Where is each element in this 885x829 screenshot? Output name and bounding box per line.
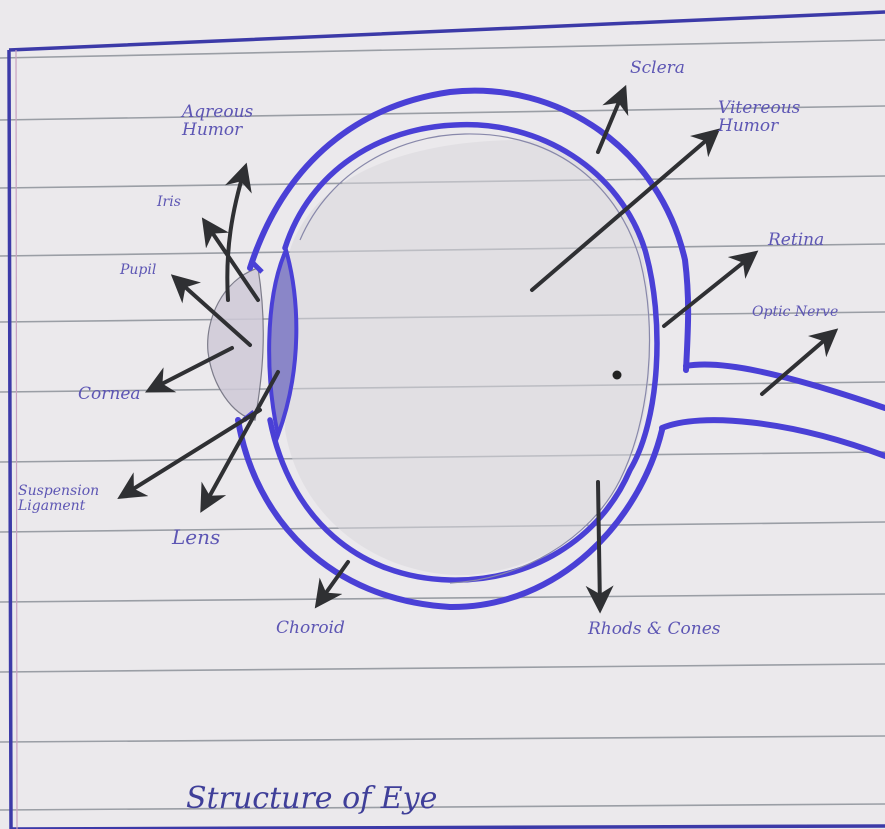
label-sclera: Sclera (630, 60, 685, 77)
label-cornea: Cornea (78, 386, 141, 403)
margin-line (16, 50, 17, 829)
diagram-caption: Structure of Eye (186, 784, 437, 814)
blind-spot-dot (613, 371, 622, 380)
arrow-optic (762, 332, 834, 394)
arrow-suspension (122, 410, 260, 496)
label-optic-nerve: Optic Nerve (752, 305, 838, 319)
label-pupil: Pupil (120, 263, 156, 277)
arrow-rods (598, 482, 600, 608)
optic-nerve (662, 365, 885, 456)
label-suspension-ligament: Suspension Ligament (18, 484, 118, 513)
label-aqueous-humor: Aqreous Humor (182, 104, 292, 140)
arrow-retina (664, 254, 754, 326)
label-iris: Iris (157, 195, 181, 209)
label-rods-cones: Rhods & Cones (588, 621, 721, 638)
label-choroid: Choroid (276, 620, 345, 637)
label-lens: Lens (172, 527, 220, 547)
cornea (208, 268, 264, 420)
vitreous-shading (285, 140, 650, 575)
label-vitreous-humor: Vitereous Humor (718, 100, 848, 136)
label-retina: Retina (768, 232, 824, 249)
